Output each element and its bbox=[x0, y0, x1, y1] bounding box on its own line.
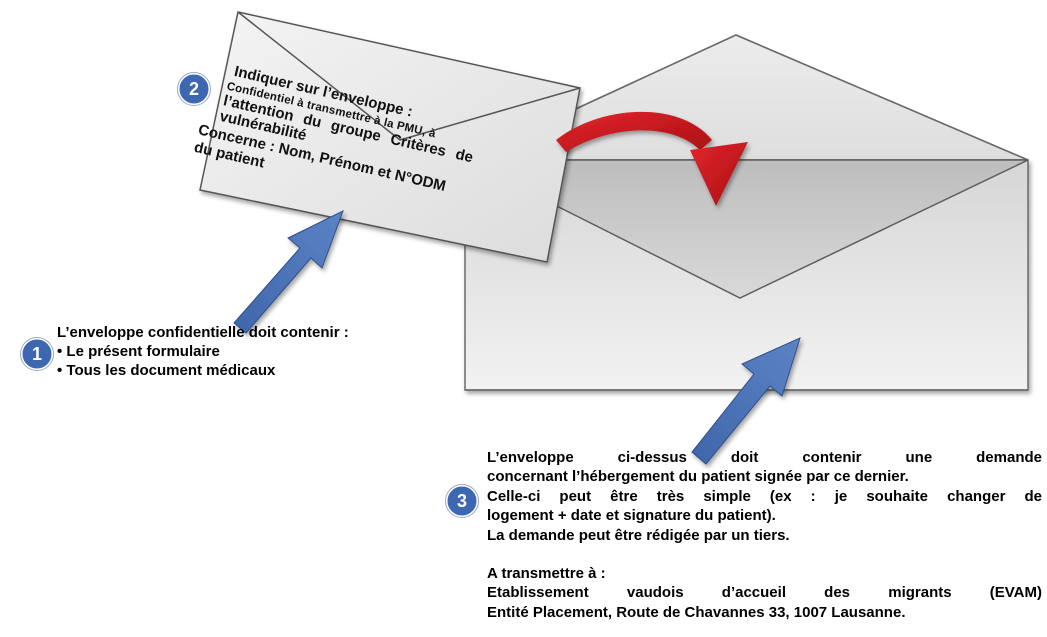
step-1-text: L’enveloppe confidentielle doit contenir… bbox=[57, 323, 477, 380]
step-2-badge: 2 bbox=[177, 72, 211, 106]
step-3-line: Entité Placement, Route de Chavannes 33,… bbox=[487, 603, 906, 621]
step-3-line: Celle-ci peut être très simple (ex : je … bbox=[487, 487, 1042, 505]
step-3-line: Etablissement vaudois d’accueil des migr… bbox=[487, 584, 1042, 602]
step-1-heading: L’enveloppe confidentielle doit contenir… bbox=[57, 324, 349, 341]
step-3-text: L’enveloppe ci-dessus doit contenir une … bbox=[487, 448, 1042, 622]
step-3-line: L’enveloppe ci-dessus doit contenir une … bbox=[487, 449, 1042, 466]
blue-arrow-step1 bbox=[233, 210, 344, 334]
step-2-number: 2 bbox=[189, 79, 199, 99]
step-1-item: • Tous les document médicaux bbox=[57, 362, 276, 379]
step-1-item: • Le présent formulaire bbox=[57, 343, 220, 360]
small-envelope bbox=[199, 11, 581, 263]
step-1-number: 1 bbox=[32, 344, 42, 364]
step-3-line: A transmettre à : bbox=[487, 565, 606, 583]
step-3-badge: 3 bbox=[445, 484, 479, 518]
step-3-line: logement + date et signature du patient)… bbox=[487, 507, 776, 525]
curved-red-arrow bbox=[556, 111, 748, 206]
step-3-line: concernant l’hébergement du patient sign… bbox=[487, 468, 909, 486]
step-3-number: 3 bbox=[457, 491, 467, 511]
step-1-badge: 1 bbox=[20, 337, 54, 371]
blue-arrow-step3 bbox=[691, 337, 801, 465]
step-3-line: La demande peut être rédigée par un tier… bbox=[487, 526, 790, 544]
